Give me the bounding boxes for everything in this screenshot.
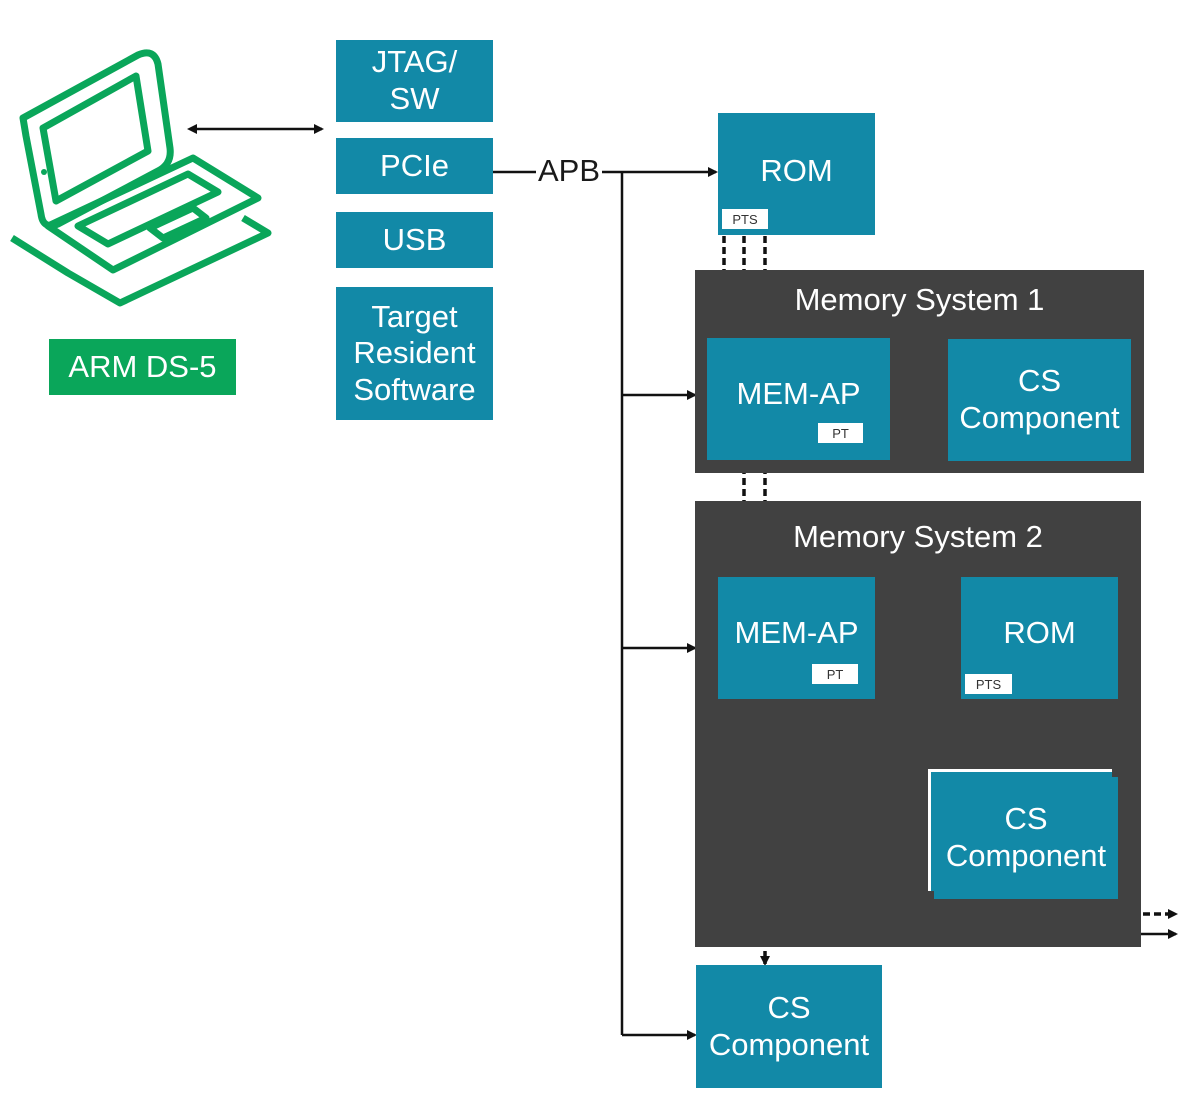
apb-bus-label: APB [536, 153, 603, 189]
jtag-sw-interface: JTAG/ SW [336, 40, 493, 122]
memory-system-2-pt-tag: PT [812, 664, 858, 684]
laptop-icon [10, 49, 272, 307]
memory-system-1-pt-tag: PT [818, 423, 863, 443]
top-rom-label: ROM [760, 152, 833, 188]
memory-system-2-title: Memory System 2 [793, 519, 1043, 554]
top-rom-pts-tag: PTS [722, 209, 768, 229]
memory-system-1-cs-component: CS Component [948, 339, 1131, 461]
arm-ds5-label: ARM DS-5 [49, 339, 236, 395]
memory-system-2-cs-component: CS Component [934, 777, 1118, 899]
memory-system-2-pts-tag: PTS [965, 674, 1012, 694]
bottom-cs-component: CS Component [696, 965, 882, 1088]
usb-interface: USB [336, 212, 493, 268]
target-resident-software-interface: Target Resident Software [336, 287, 493, 420]
memory-system-1-title: Memory System 1 [794, 282, 1045, 317]
pcie-interface: PCIe [336, 138, 493, 194]
